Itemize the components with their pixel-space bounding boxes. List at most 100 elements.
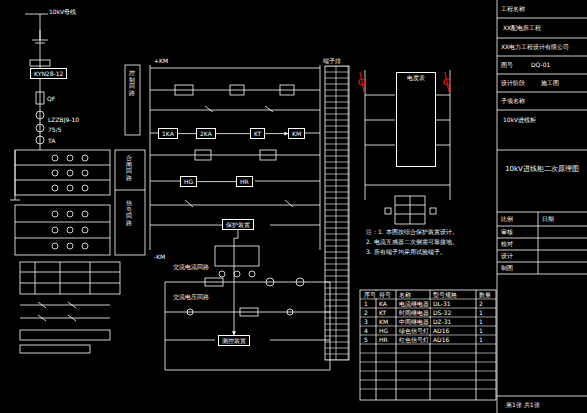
wire-line xyxy=(365,95,395,96)
table-cell: DL-31 xyxy=(432,300,452,307)
table-cell: 绿色信号灯 xyxy=(398,327,430,334)
symbol-circle xyxy=(67,211,73,217)
symbol-box xyxy=(20,262,120,294)
symbol-circle xyxy=(67,243,73,249)
table-cell: 时间继电器 xyxy=(398,309,430,316)
wire-connector xyxy=(265,133,288,134)
table-cell: DZ-31 xyxy=(432,318,452,325)
table-cell: HR xyxy=(378,336,389,343)
annotation: 注：1. 本图按综合保护装置设计。 xyxy=(365,228,459,235)
symbol-circle xyxy=(52,170,58,176)
symbol-box xyxy=(15,205,110,255)
node-text: 保护装置 xyxy=(226,221,250,228)
wire-line xyxy=(150,90,320,91)
wire-line xyxy=(445,72,449,92)
wire-line xyxy=(150,133,158,134)
device-box: 测控装置 xyxy=(218,335,250,346)
table-cell: 序号 xyxy=(363,291,377,298)
wire-line xyxy=(497,274,587,275)
title-block-text: 比例 xyxy=(500,215,514,222)
wire-line xyxy=(365,185,450,186)
table-cell: 5 xyxy=(363,336,369,343)
wire-line xyxy=(285,200,293,207)
title-block-text: 施工图 xyxy=(540,79,560,86)
symbol-circle xyxy=(82,155,88,161)
symbol-box xyxy=(30,60,50,66)
drawing-title: 10kV进线柜二次原理图 xyxy=(501,165,583,174)
wire-line xyxy=(68,315,76,321)
symbol-circle xyxy=(234,271,240,277)
wire-line xyxy=(497,0,498,413)
table-cell: 红色信号灯 xyxy=(398,336,430,343)
table-cell: 1 xyxy=(478,336,484,343)
wire-line xyxy=(15,150,16,200)
node-text: KM xyxy=(292,130,301,137)
table-rule xyxy=(360,389,496,390)
annotation: QF xyxy=(46,95,56,102)
table-rule xyxy=(360,353,496,354)
symbol-box xyxy=(360,290,496,400)
table-cell: 名称 xyxy=(398,291,412,298)
wire-line xyxy=(15,165,110,166)
wire-line xyxy=(497,262,587,263)
wire-line xyxy=(365,120,395,121)
wire-line xyxy=(497,18,587,19)
wire-line xyxy=(150,68,320,69)
wire-line xyxy=(497,56,587,57)
wire-connector xyxy=(178,133,196,134)
annotation: TA xyxy=(47,137,56,144)
table-cell: 3 xyxy=(363,318,369,325)
wire-line xyxy=(497,250,587,251)
wire-line xyxy=(270,340,330,341)
symbol-box xyxy=(325,66,349,360)
symbol-circle xyxy=(287,309,293,315)
wire-connector xyxy=(197,181,236,182)
lamp-box: HG xyxy=(180,176,197,187)
symbol-circle xyxy=(82,211,88,217)
symbol-box xyxy=(125,65,140,135)
symbol-box xyxy=(280,85,294,95)
wire-line xyxy=(497,238,587,239)
wire-line xyxy=(320,65,321,250)
wire-line xyxy=(165,340,215,341)
relay-box: KT xyxy=(250,128,265,139)
annotation: 交流电压回路 xyxy=(172,293,210,300)
table-rule xyxy=(360,362,496,363)
relay-box: 1KA xyxy=(158,128,178,139)
wire-line xyxy=(35,262,36,294)
wire-line xyxy=(270,225,320,226)
wire-line xyxy=(436,120,450,121)
wire-line xyxy=(165,282,330,283)
table-cell: 中间继电器 xyxy=(398,318,430,325)
table-cell: 2 xyxy=(478,300,484,307)
table-cell: 型号规格 xyxy=(432,291,458,298)
symbol-circle xyxy=(67,185,73,191)
table-cell: 1 xyxy=(478,327,484,334)
wire-line xyxy=(150,65,151,250)
symbol-circle xyxy=(52,211,58,217)
symbol-circle xyxy=(187,309,193,315)
symbol-circle xyxy=(36,124,44,132)
wire-line xyxy=(497,226,587,227)
cabinet-box: KYN28-12 xyxy=(30,68,67,79)
node-text: 电度表 xyxy=(400,74,432,81)
annotation: 3. 所有端子均采用试验端子。 xyxy=(365,248,447,255)
table-cell: 2 xyxy=(363,309,369,316)
symbol-box xyxy=(215,246,259,266)
wire-line xyxy=(376,290,377,400)
wire-line xyxy=(205,106,213,112)
wire-line xyxy=(115,190,145,191)
node-text: HR xyxy=(240,178,249,185)
meter-box: 电度表 xyxy=(396,72,436,167)
wire-line xyxy=(165,282,166,370)
symbol-circle xyxy=(82,170,88,176)
wire-line xyxy=(20,305,110,306)
table-rule xyxy=(360,380,496,381)
title-block-text: 工程名称 xyxy=(500,5,526,12)
wire-line xyxy=(38,302,46,308)
annotation: 合闸回路 xyxy=(125,155,133,181)
annotation: 10kV母线 xyxy=(48,8,77,15)
wire-line xyxy=(15,238,110,239)
table-cell: 1 xyxy=(478,309,484,316)
